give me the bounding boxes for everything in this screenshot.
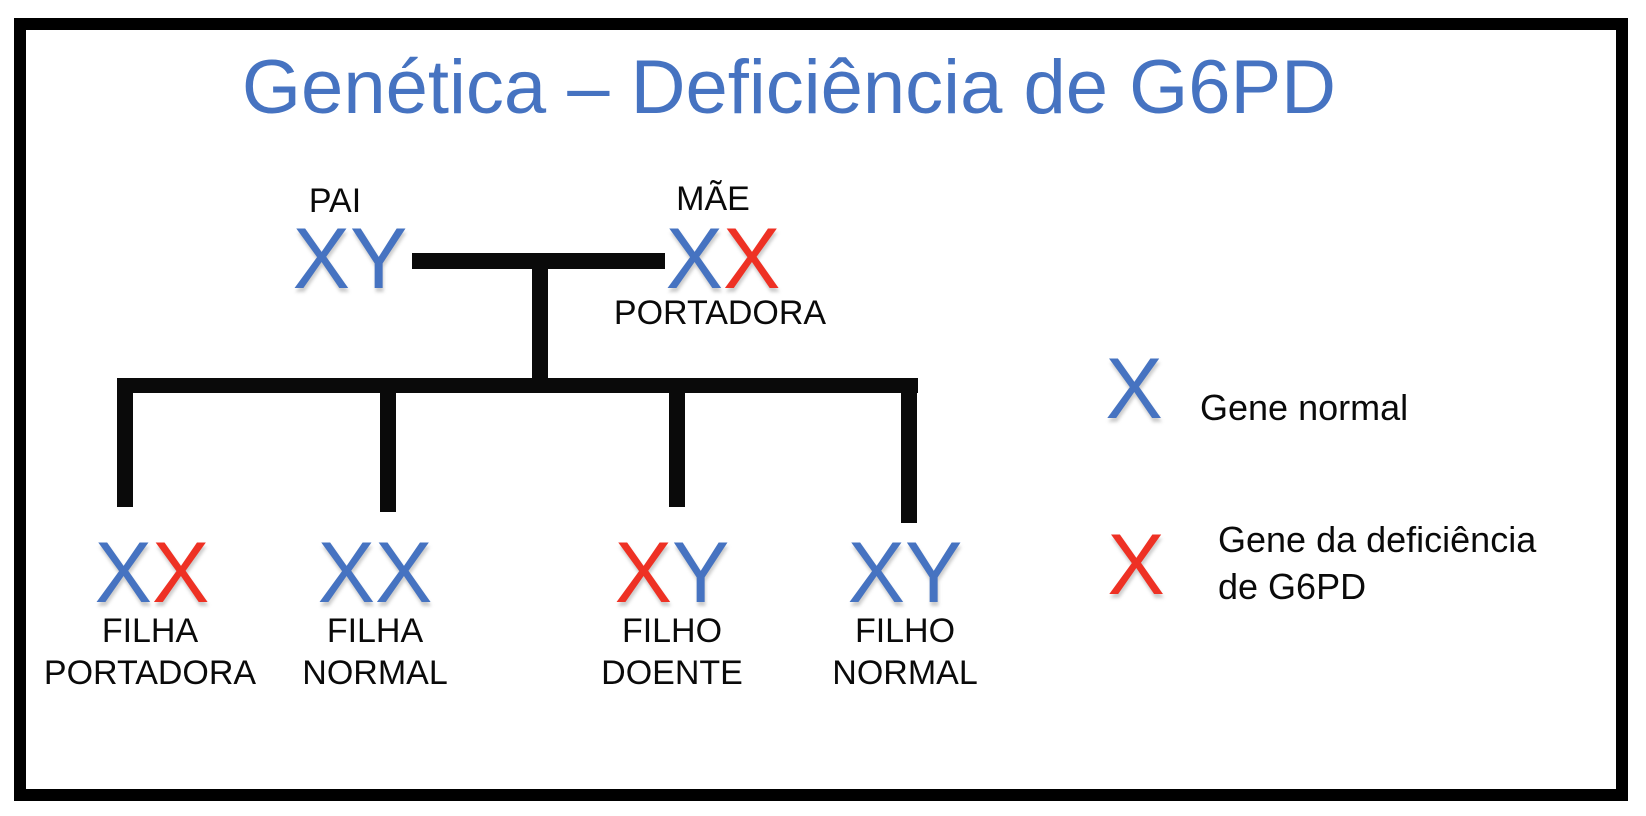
child3-allele-1: X: [614, 525, 672, 621]
child4-allele-2: Y: [905, 525, 963, 621]
child2-label: FILHA NORMAL: [302, 610, 447, 694]
child1-allele-2: X: [152, 525, 210, 621]
child2-label-line1: FILHA: [326, 612, 424, 650]
child3-label: FILHO DOENTE: [601, 610, 743, 694]
child4-label: FILHO NORMAL: [832, 610, 977, 694]
child2-drop-line: [380, 378, 396, 512]
child4-drop-line: [901, 378, 917, 523]
child2-allele-1: X: [317, 525, 375, 621]
child2-label-line2: NORMAL: [302, 654, 448, 692]
child2-genotype: XX: [318, 530, 433, 616]
mother-allele-x1: X: [665, 211, 723, 307]
child3-label-line2: DOENTE: [601, 654, 743, 692]
mother-label: MÃE: [676, 180, 750, 218]
father-allele-y: Y: [350, 211, 408, 307]
legend-normal-gene-icon: X: [1105, 341, 1163, 437]
child1-label: FILHA PORTADORA: [44, 610, 256, 694]
father-allele-x: X: [292, 211, 350, 307]
legend-normal-gene-label: Gene normal: [1200, 387, 1409, 428]
slide-border: [14, 18, 1628, 801]
child4-allele-1: X: [847, 525, 905, 621]
child4-genotype: XY: [848, 530, 963, 616]
child4-label-line1: FILHO: [854, 612, 956, 650]
mother-sublabel: PORTADORA: [613, 294, 827, 332]
father-label: PAI: [308, 182, 362, 220]
child1-genotype: XX: [95, 530, 210, 616]
child1-drop-line: [117, 378, 133, 507]
child3-drop-line: [669, 378, 685, 507]
child1-allele-1: X: [94, 525, 152, 621]
child3-allele-2: Y: [672, 525, 730, 621]
sibling-bar-line: [117, 378, 918, 393]
mother-genotype: XX: [666, 216, 781, 302]
descent-stem-line: [532, 253, 548, 393]
child1-label-line2: PORTADORA: [43, 654, 257, 692]
legend-deficiency-label-line2: de G6PD: [1218, 566, 1367, 607]
child2-allele-2: X: [375, 525, 433, 621]
legend-deficiency-gene-icon: X: [1107, 517, 1165, 613]
legend-deficiency-label-line1: Gene da deficiência: [1218, 519, 1537, 560]
mother-allele-x2: X: [723, 211, 781, 307]
child1-label-line1: FILHA: [101, 612, 199, 650]
page-title: Genética – Deficiência de G6PD: [241, 45, 1337, 130]
child3-genotype: XY: [615, 530, 730, 616]
child4-label-line2: NORMAL: [832, 654, 978, 692]
legend-deficiency-gene-label: Gene da deficiência de G6PD: [1218, 516, 1536, 610]
father-genotype: XY: [293, 216, 408, 302]
child3-label-line1: FILHO: [621, 612, 723, 650]
